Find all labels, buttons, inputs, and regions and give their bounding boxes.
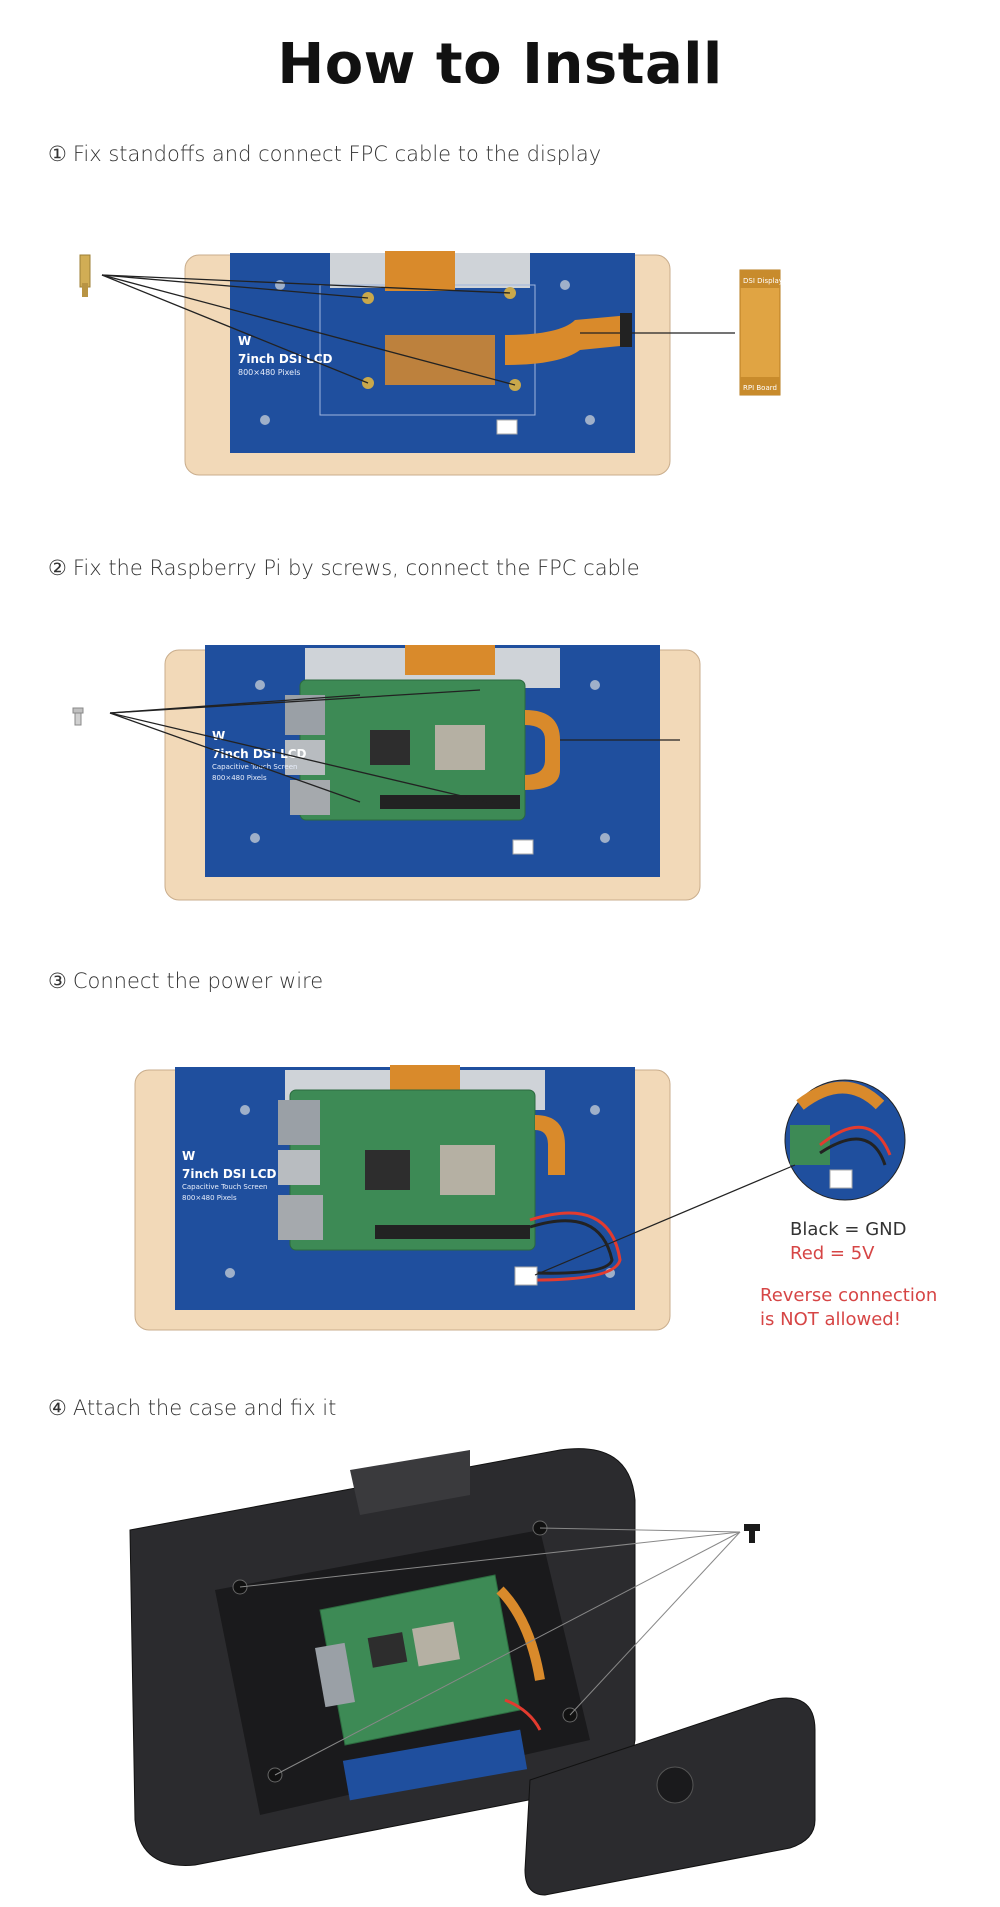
power-wire-black xyxy=(529,1219,614,1275)
red-5v-label: Red = 5V xyxy=(790,1243,875,1264)
power-header xyxy=(514,1266,538,1286)
gpio-header xyxy=(375,1225,530,1239)
pi-ram xyxy=(370,730,410,765)
fpc-cable-loose: DSI Display RPI Board xyxy=(739,269,783,396)
gpio-header xyxy=(380,795,520,809)
mounting-holes xyxy=(260,280,595,425)
zoom-wire-black xyxy=(819,1137,887,1166)
standoff-icon xyxy=(79,254,91,297)
screw-pointer-lines xyxy=(109,689,501,806)
zoom-pointer-line xyxy=(534,1164,796,1276)
step-3-illustration: W 7inch DSI LCD Capacitive Touch Screen … xyxy=(134,1065,906,1331)
cover-center-emblem xyxy=(656,1766,694,1804)
black-gnd-label: Black = GND xyxy=(790,1219,907,1240)
step-2-text: Fix the Raspberry Pi by screws, connect … xyxy=(72,556,640,580)
board-resolution-label: 800×480 Pixels xyxy=(238,368,300,377)
case-top-notch xyxy=(350,1450,470,1515)
step-2-number: ② xyxy=(48,556,67,580)
fpc-bottom-label: RPI Board xyxy=(743,384,777,392)
step-1-number: ① xyxy=(48,142,67,166)
step-3-number: ③ xyxy=(48,969,67,993)
power-wire-red xyxy=(504,1698,542,1731)
board-brand-mark: W xyxy=(182,1149,195,1163)
board-resolution-label: 800×480 Pixels xyxy=(212,774,267,782)
ethernet-port xyxy=(315,1642,355,1708)
case-screw-pointer-lines xyxy=(239,1527,741,1776)
fpc-connector xyxy=(620,313,632,347)
zoom-wire-red xyxy=(819,1125,892,1156)
step-4-number: ④ xyxy=(48,1396,67,1420)
zoom-power-header xyxy=(829,1169,853,1189)
fpc-cable xyxy=(496,1586,545,1681)
mounting-holes xyxy=(250,680,610,843)
touch-fpc xyxy=(385,251,455,291)
pi-ram xyxy=(367,1632,408,1668)
step-2-illustration: W 7inch DSI LCD Capacitive Touch Screen … xyxy=(72,645,701,901)
usb-ports-lower xyxy=(285,740,325,775)
step-1-text: Fix standoffs and connect FPC cable to t… xyxy=(72,142,602,166)
pi-ram xyxy=(365,1150,410,1190)
touch-fpc xyxy=(405,645,495,675)
reverse-warning-line2: is NOT allowed! xyxy=(760,1309,901,1330)
case-screw-icon xyxy=(744,1524,760,1543)
screw-icon xyxy=(72,707,84,726)
zoom-fpc-strip xyxy=(796,1081,885,1110)
fpc-cable xyxy=(535,1115,565,1175)
board-brand-mark: W xyxy=(238,334,251,348)
page-title: How to Install xyxy=(277,32,723,97)
power-wire-red xyxy=(529,1211,622,1282)
fpc-cable xyxy=(525,710,560,790)
pi-processor xyxy=(412,1621,460,1667)
pi-processor xyxy=(440,1145,495,1195)
display-pcb-visible xyxy=(342,1729,528,1801)
standoff-pointer-lines xyxy=(101,274,516,386)
power-header xyxy=(512,839,534,855)
ethernet-port xyxy=(290,780,330,815)
board-model-label: 7inch DSI LCD xyxy=(182,1167,277,1181)
pi-processor xyxy=(435,725,485,770)
power-header xyxy=(496,419,518,435)
fpc-cable xyxy=(505,315,630,365)
touch-fpc xyxy=(390,1065,460,1093)
reverse-warning-line1: Reverse connection xyxy=(760,1285,938,1306)
board-subtitle-label: Capacitive Touch Screen xyxy=(182,1183,267,1191)
ethernet-port xyxy=(278,1195,323,1240)
board-model-label: 7inch DSI LCD xyxy=(238,352,333,366)
step-4-illustration xyxy=(129,1448,816,1896)
usb-ports xyxy=(278,1100,320,1145)
board-brand-mark: W xyxy=(212,729,225,743)
step-4-text: Attach the case and fix it xyxy=(72,1396,337,1420)
lcd-fpc xyxy=(385,335,495,385)
fpc-top-label: DSI Display xyxy=(743,277,783,285)
board-resolution-label: 800×480 Pixels xyxy=(182,1194,237,1202)
zoom-pi-corner xyxy=(790,1125,830,1165)
step-3-text: Connect the power wire xyxy=(72,969,324,993)
step-1-illustration: W 7inch DSI LCD 800×480 Pixels DSI Displ… xyxy=(79,251,783,476)
usb-ports-lower xyxy=(278,1150,320,1185)
board-subtitle-label: Capacitive Touch Screen xyxy=(212,763,297,771)
